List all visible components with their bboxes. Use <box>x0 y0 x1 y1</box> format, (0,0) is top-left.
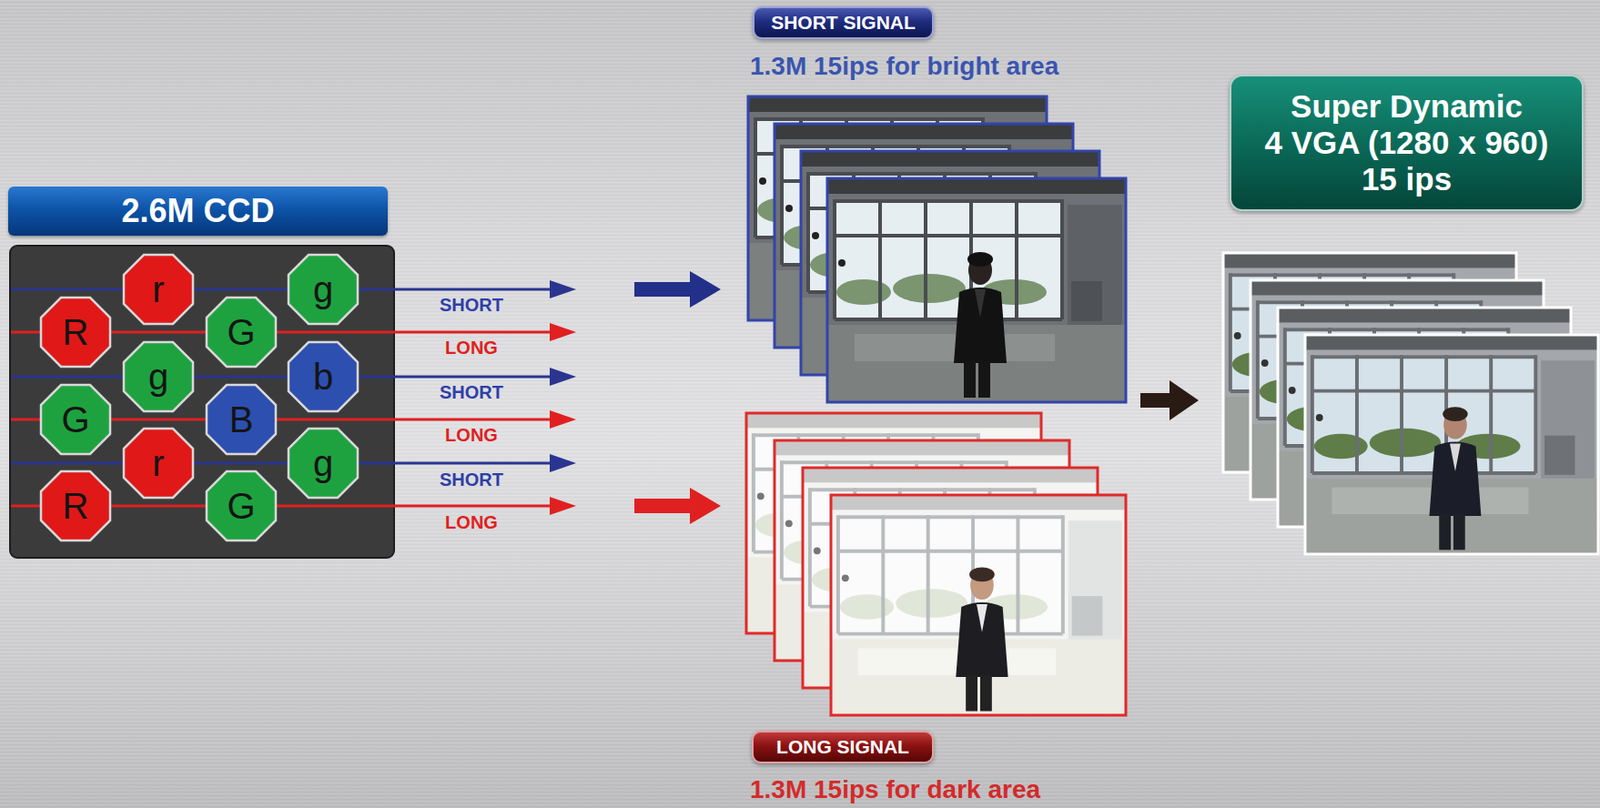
pixel-octagon: g <box>286 426 360 500</box>
badge-text: SHORT SIGNAL <box>770 11 916 34</box>
badge-text: LONG SIGNAL <box>776 736 910 759</box>
output-text: Super Dynamic <box>1290 88 1523 125</box>
octagon-outline <box>288 428 358 498</box>
signal-label: LONG <box>445 425 498 446</box>
pixel-octagon: G <box>39 383 112 456</box>
signal-label: SHORT <box>439 294 504 316</box>
pixel-octagon: G <box>204 295 278 369</box>
output-text: 15 ips <box>1361 161 1452 198</box>
signal-label: LONG <box>445 337 498 359</box>
short-frames <box>748 96 1126 403</box>
pixel-letter: r <box>151 271 164 308</box>
octagon-outline <box>40 384 111 455</box>
octagon-outline <box>206 471 276 541</box>
rate-caption: 1.3M 15ips for dark area <box>749 775 1041 805</box>
octagon-outline <box>288 342 358 412</box>
octagon-outline <box>123 428 193 498</box>
octagon-outline <box>206 297 276 367</box>
octagon-outline <box>123 254 193 325</box>
octagon-outline <box>40 471 111 541</box>
pixel-letter: R <box>62 313 90 351</box>
signal-label: SHORT <box>439 382 504 404</box>
pixel-letter: R <box>62 487 90 525</box>
octagon-outline <box>206 384 276 455</box>
output-frames <box>1223 253 1599 555</box>
signal-label: SHORT <box>439 469 504 491</box>
pixel-octagon: B <box>204 383 278 456</box>
output-text: 4 VGA (1280 x 960) <box>1265 124 1550 162</box>
output-box: Super Dynamic4 VGA (1280 x 960)15 ips <box>1229 74 1584 212</box>
rate-caption: 1.3M 15ips for bright area <box>749 51 1059 82</box>
pixel-letter: r <box>151 445 164 482</box>
pixel-octagon: r <box>121 426 195 500</box>
short-arrow <box>634 271 721 308</box>
pixel-octagon: g <box>121 340 195 414</box>
signal-badge: LONG SIGNAL <box>751 730 934 764</box>
pixel-letter: g <box>148 358 169 395</box>
pixel-octagon: R <box>39 469 112 543</box>
pixel-letter: b <box>313 358 334 395</box>
pixel-octagon: b <box>286 340 360 414</box>
readout-arrowheads <box>549 280 577 516</box>
ccd-panel <box>10 245 395 558</box>
sensor-banner: 2.6M CCD <box>8 186 388 236</box>
merge-arrow <box>1140 380 1199 421</box>
signal-badge: SHORT SIGNAL <box>752 6 934 40</box>
long-frames <box>746 413 1126 716</box>
pixel-octagon: r <box>121 253 195 326</box>
octagon-outline <box>123 342 193 412</box>
ccd-sensor: 2.6M CCDrgRGgbGBrgRG <box>8 186 395 558</box>
pixel-letter: G <box>60 401 90 438</box>
octagon-outline <box>288 254 358 325</box>
long-arrow <box>634 487 721 525</box>
pixel-letter: G <box>226 487 255 525</box>
pixel-letter: B <box>229 401 254 438</box>
pixel-octagon: G <box>204 469 278 543</box>
pixel-letter: g <box>313 271 334 308</box>
signal-label: LONG <box>445 512 498 534</box>
pixel-letter: G <box>226 313 255 351</box>
pixel-letter: g <box>313 445 334 482</box>
octagon-outline <box>40 297 111 367</box>
pixel-octagon: g <box>286 253 360 326</box>
pixel-octagon: R <box>39 295 112 369</box>
